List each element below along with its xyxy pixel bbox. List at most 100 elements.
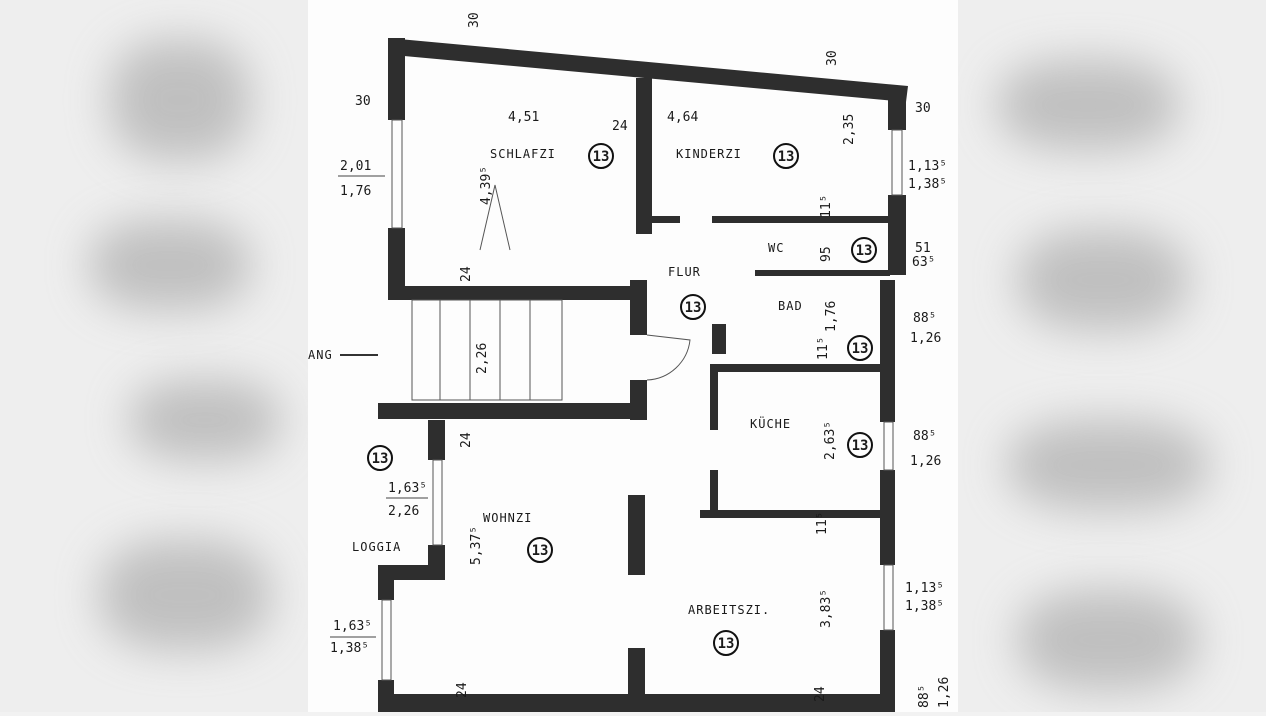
- marker-kinderzi: 13: [773, 143, 799, 169]
- dimension-label: 51: [915, 241, 931, 256]
- dimension-label: 2,63⁵: [823, 421, 838, 460]
- dimension-label: 13: [718, 636, 735, 652]
- dimension-label: 5,37⁵: [469, 526, 484, 565]
- marker-flur: 13: [680, 294, 706, 320]
- dimension-label: 2,35: [842, 114, 857, 145]
- room-label-wc: WC: [768, 241, 784, 255]
- room-label-schlafzi: SCHLAFZI: [490, 147, 556, 161]
- dimension-label: 13: [372, 451, 389, 467]
- wall: [388, 286, 646, 300]
- wall: [628, 648, 645, 698]
- plan-line: [883, 564, 894, 631]
- marker-wc: 13: [851, 237, 877, 263]
- wall: [378, 565, 445, 580]
- dimension-label: 1,38⁵: [908, 177, 947, 192]
- plan-line: [680, 294, 706, 320]
- plan-line: [773, 143, 799, 169]
- dimension-label: 30: [355, 94, 371, 109]
- dimension-label: 1,13⁵: [905, 581, 944, 596]
- plan-line: [479, 184, 511, 251]
- floor-plan: ANG SCHLAFZI KINDERZI WC FLUR BAD KÜCHE …: [308, 0, 958, 712]
- windows: [381, 119, 903, 681]
- marker-wohnzi: 13: [527, 537, 553, 563]
- plan-line: [381, 599, 392, 681]
- dimension-label: 2,26: [475, 343, 490, 374]
- wall: [388, 228, 405, 300]
- dimension-label: 24: [459, 266, 474, 282]
- dimension-label: 1,63⁵: [388, 481, 427, 496]
- wall: [888, 86, 906, 130]
- plan-line: [588, 143, 614, 169]
- dimension-label: 1,26: [910, 454, 941, 469]
- room-label-arbeitszi: ARBEITSZI.: [688, 603, 770, 617]
- wall: [755, 270, 890, 276]
- wall: [880, 280, 895, 422]
- dimension-label: 63⁵: [912, 255, 935, 270]
- dimension-label: 24: [612, 119, 628, 134]
- dimension-label: 4,64: [667, 110, 698, 125]
- plan-line: [411, 299, 563, 401]
- blurred-background-right: [958, 0, 1266, 712]
- plan-line: [851, 237, 877, 263]
- plan-line: [891, 129, 903, 196]
- wall: [428, 420, 445, 460]
- dimension-label: 1,26: [937, 677, 952, 708]
- walls: [378, 38, 908, 712]
- wall: [710, 364, 890, 372]
- wall: [378, 694, 890, 712]
- dimension-label: 24: [455, 682, 470, 698]
- blurred-background-left: [0, 0, 308, 712]
- dimension-label: 11⁵: [819, 195, 834, 218]
- marker-arbeitszi: 13: [713, 630, 739, 656]
- dimension-label: 88⁵: [913, 311, 936, 326]
- dimension-label: 30: [825, 50, 840, 66]
- dimension-label: 13: [593, 149, 610, 165]
- room-label-loggia: LOGGIA: [352, 540, 401, 554]
- entry-door-swing: [646, 334, 691, 381]
- dimension-label: 3,83⁵: [819, 589, 834, 628]
- wall: [712, 216, 890, 223]
- plan-line: [527, 537, 553, 563]
- dimension-label: 1,38⁵: [330, 641, 369, 656]
- dimension-label: 13: [778, 149, 795, 165]
- wall: [710, 364, 718, 430]
- dimension-label: 24: [459, 432, 474, 448]
- stairs: [411, 184, 563, 401]
- room-label-wohnzi: WOHNZI: [483, 511, 532, 525]
- dimension-label: 88⁵: [917, 685, 932, 708]
- plan-line: [432, 459, 443, 546]
- dimension-label: 1,63⁵: [333, 619, 372, 634]
- plan-line: [713, 630, 739, 656]
- dimension-label: 2,26: [388, 504, 419, 519]
- wall: [652, 216, 680, 223]
- wall: [710, 470, 718, 514]
- marker-schlafzi: 13: [588, 143, 614, 169]
- room-markers: 13 13 13 13 13 13 13 13 13: [367, 143, 877, 656]
- dimension-label: 1,76: [340, 184, 371, 199]
- plan-line: [367, 445, 393, 471]
- dimension-label: 11⁵: [815, 512, 830, 535]
- dimension-label: 30: [467, 12, 482, 28]
- wall: [630, 280, 647, 335]
- wall: [880, 470, 895, 565]
- wall: [880, 630, 895, 712]
- plan-line: [883, 421, 894, 471]
- floor-plan-drawing: ANG SCHLAFZI KINDERZI WC FLUR BAD KÜCHE …: [308, 12, 952, 712]
- dimension-label: 88⁵: [913, 429, 936, 444]
- dimension-label: 4,51: [508, 110, 539, 125]
- dimension-label: 4,39⁵: [479, 166, 494, 205]
- wall: [888, 195, 906, 275]
- plan-line: [847, 335, 873, 361]
- dimension-label: 1,13⁵: [908, 159, 947, 174]
- room-label-bad: BAD: [778, 299, 803, 313]
- marker-bad: 13: [847, 335, 873, 361]
- wall: [388, 38, 405, 120]
- dimension-label: 2,01: [340, 159, 371, 174]
- dimension-label: 1,38⁵: [905, 599, 944, 614]
- wall: [628, 495, 645, 575]
- dimension-label: 13: [852, 341, 869, 357]
- dimension-label: 30: [915, 101, 931, 116]
- plan-line: [391, 119, 403, 229]
- room-label-kinderzi: KINDERZI: [676, 147, 742, 161]
- dimension-label: 13: [852, 438, 869, 454]
